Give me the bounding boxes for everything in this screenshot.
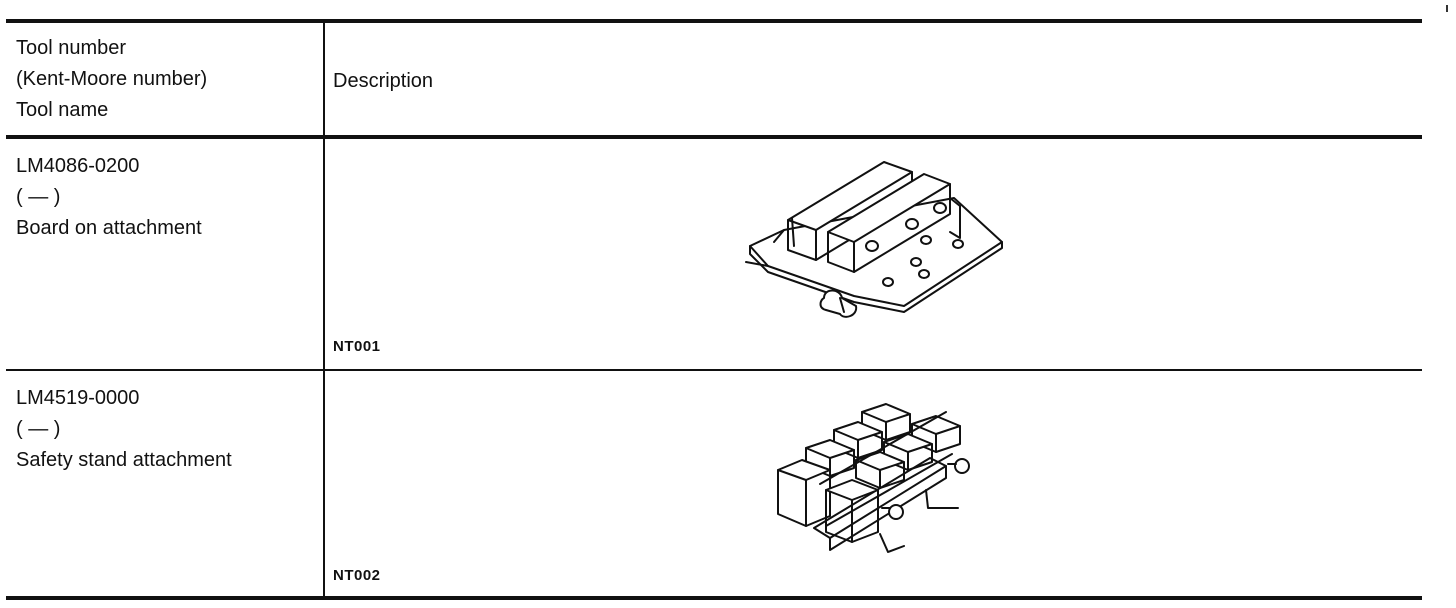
table-bottom-rule (6, 596, 1422, 600)
header-tool-number: Tool number (16, 37, 127, 59)
header-bottom-rule (6, 135, 1422, 139)
tool-number: LM4519-0000 (16, 387, 140, 409)
kent-moore-number: ( — ) (16, 186, 61, 208)
figure-code: NT001 (333, 338, 381, 355)
kent-moore-number: ( — ) (16, 418, 61, 440)
table-top-rule (6, 19, 1422, 23)
row-divider-rule (6, 369, 1422, 371)
description-column-header: Description (333, 70, 434, 92)
header-kent-moore-number: (Kent-Moore number) (16, 68, 208, 90)
header-tool-name: Tool name (16, 99, 109, 121)
tool-name: Safety stand attachment (16, 449, 232, 471)
board-on-attachment-icon (744, 158, 1010, 326)
column-divider (323, 21, 325, 598)
tool-number: LM4086-0200 (16, 155, 140, 177)
table-row: LM4086-0200 ( — ) Board on attachment (16, 151, 202, 244)
tool-name: Board on attachment (16, 217, 202, 239)
safety-stand-attachment-icon (770, 400, 980, 556)
tool-column-header: Tool number (Kent-Moore number) Tool nam… (16, 33, 207, 126)
figure-code: NT002 (333, 567, 381, 584)
edge-mark (1446, 5, 1448, 12)
table-row: LM4519-0000 ( — ) Safety stand attachmen… (16, 383, 232, 476)
